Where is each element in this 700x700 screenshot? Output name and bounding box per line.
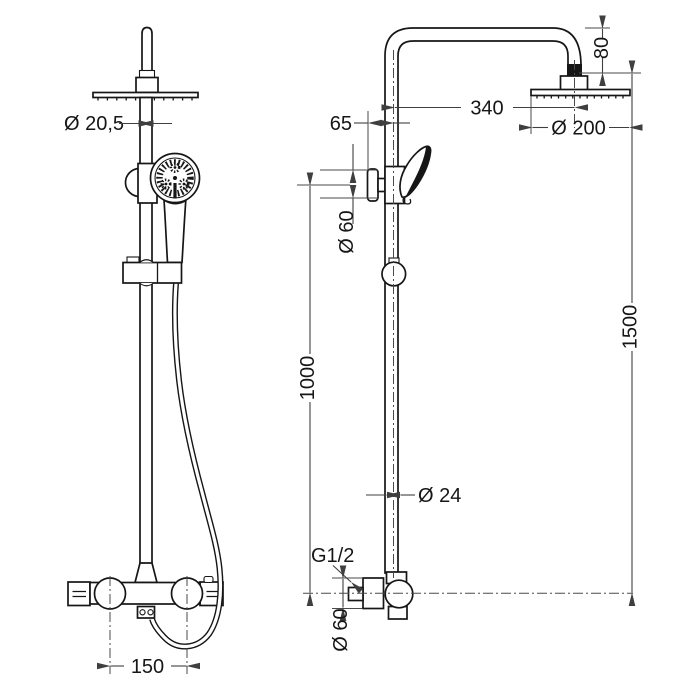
dim-arm-reach: 340 [470, 98, 503, 120]
front-top-pipe [141, 26, 153, 77]
front-head-nut [135, 76, 159, 94]
side-view [347, 27, 631, 620]
front-top-collar [138, 69, 156, 79]
slider-pipe-bump-bottom [139, 282, 154, 287]
hand-shower-spray-cluster-top [169, 162, 181, 174]
front-slider-bracket [122, 256, 183, 287]
dim-riser-diameter: Ø 24 [418, 485, 461, 507]
side-hand-shower [399, 145, 432, 205]
hand-shower-spray-cluster-left [160, 178, 172, 190]
front-shower-hose [149, 283, 224, 650]
bracket-stem [377, 177, 386, 193]
dimensions: Ø 20,5 150 65 Ø 60 1000 Ø 24 G1/2 [64, 15, 643, 678]
dim-arm-drop: 80 [591, 37, 613, 59]
side-spray-nozzles [536, 95, 624, 99]
slider-body [122, 261, 183, 284]
mixer-wall-connector-left [67, 581, 91, 607]
dim-lower-height: 1000 [297, 356, 319, 401]
dim-total-height: 1500 [620, 305, 642, 350]
hand-shower-spray-cluster-right [178, 178, 190, 190]
front-hose-connector [136, 605, 156, 619]
front-hand-shower-handle [163, 198, 187, 264]
side-tube [384, 27, 582, 574]
dim-thread-label: G1/2 [311, 545, 354, 567]
dim-bracket-diameter: Ø 60 [336, 210, 358, 253]
slider-pipe-bump-top [139, 259, 154, 263]
front-spray-nozzles [97, 97, 193, 101]
side-valve [347, 571, 414, 620]
dim-wall-offset: 65 [330, 113, 352, 135]
side-hand-shower-face [405, 146, 431, 197]
valve-nipple [347, 586, 364, 602]
dim-hand-pipe-diameter: Ø 20,5 [64, 113, 124, 135]
front-mixer-valve [67, 575, 224, 610]
valve-ball [384, 579, 414, 609]
front-hand-shower-head [149, 152, 201, 204]
side-hand-shower-hook [402, 196, 412, 205]
dim-head-diameter: Ø 200 [551, 118, 605, 140]
side-rain-head-plate [530, 88, 631, 97]
front-mixer-nut [133, 562, 159, 584]
dim-flange-diameter: Ø 60 [330, 608, 352, 651]
front-view [67, 26, 224, 650]
bracket-knob [366, 168, 379, 202]
mixer-top-button [203, 575, 214, 584]
hand-shower-center-dot [173, 176, 177, 180]
mixer-left-slot [72, 590, 86, 598]
dim-outlet-spacing: 150 [131, 656, 164, 678]
